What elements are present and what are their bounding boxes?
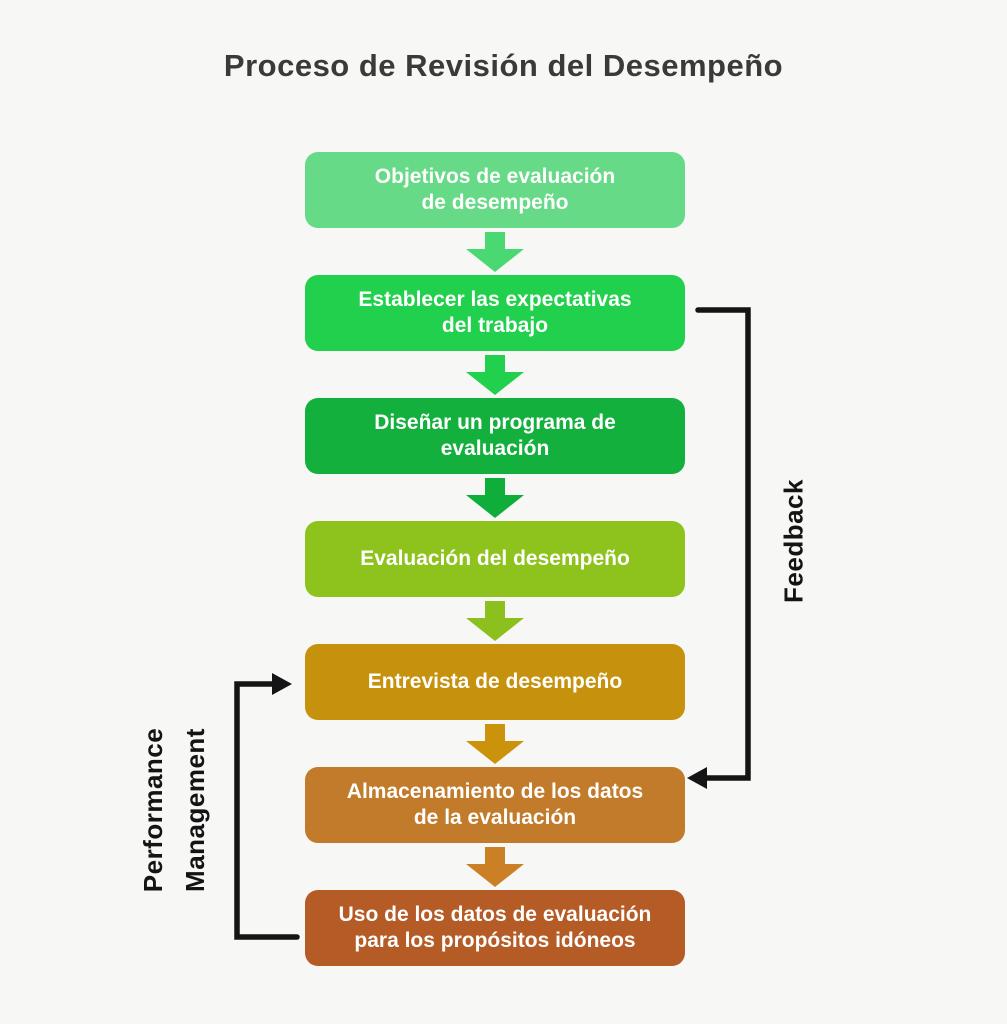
down-arrow-icon-5 (466, 720, 524, 767)
flow-step-programa: Diseñar un programa de evaluación (305, 398, 685, 474)
feedback-label: Feedback (778, 479, 809, 603)
down-arrow-icon-3 (466, 474, 524, 521)
down-arrow-icon-2 (466, 351, 524, 398)
page-title: Proceso de Revisión del Desempeño (223, 48, 784, 83)
feedback-arrowhead-icon (687, 767, 707, 789)
performance-management-arrowhead-icon (272, 673, 292, 695)
flow-step-entrevista: Entrevista de desempeño (305, 644, 685, 720)
performance-management-label: Performance Management (137, 727, 210, 893)
flow-step-objetivos: Objetivos de evaluación de desempeño (305, 152, 685, 228)
flow-step-expectativas: Establecer las expectativas del trabajo (305, 275, 685, 351)
performance-management-connector (225, 672, 310, 957)
flow-step-evaluacion: Evaluación del desempeño (305, 521, 685, 597)
down-arrow-icon-4 (466, 597, 524, 644)
feedback-line (695, 307, 751, 781)
performance-management-line (234, 681, 300, 940)
down-arrow-icon-1 (466, 228, 524, 275)
flow-diagram: Objetivos de evaluación de desempeño Est… (305, 152, 685, 966)
flow-step-almacenamiento: Almacenamiento de los datos de la evalua… (305, 767, 685, 843)
down-arrow-icon-6 (466, 843, 524, 890)
feedback-connector (680, 290, 770, 805)
flow-step-uso-datos: Uso de los datos de evaluación para los … (305, 890, 685, 966)
